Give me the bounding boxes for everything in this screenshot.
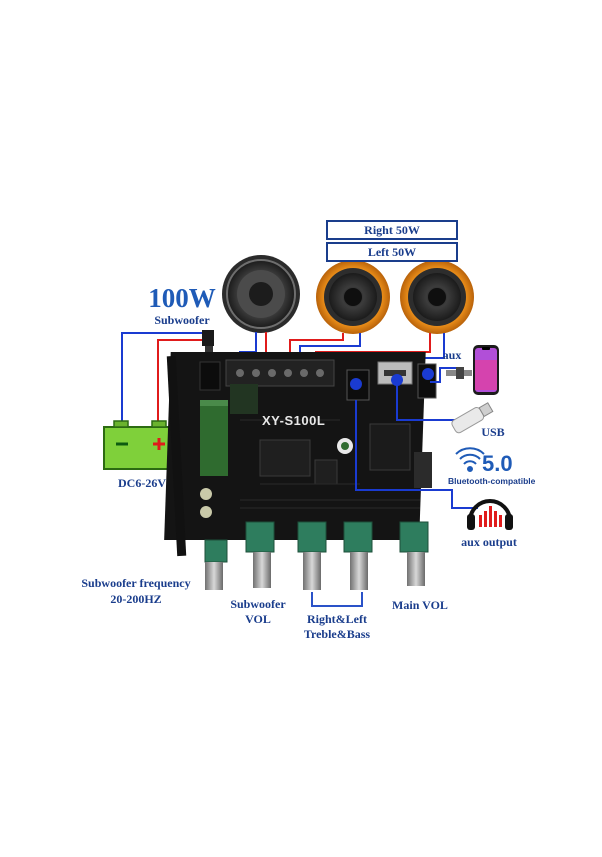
right-channel-box: Right 50W — [326, 220, 458, 240]
knob-treble[interactable] — [303, 552, 321, 590]
treble-bass-label-2: Treble&Bass — [303, 627, 371, 641]
battery-icon — [103, 420, 181, 470]
sub-freq-label-2: 20-200HZ — [110, 592, 162, 606]
board-model: XY-S100L — [262, 413, 326, 428]
left-speaker-icon — [316, 260, 390, 334]
left-channel-label: Left 50W — [367, 244, 417, 259]
knob-subwoofer-frequency[interactable] — [205, 562, 223, 590]
main-vol-label: Main VOL — [392, 598, 448, 612]
peripheral-wires — [355, 367, 478, 509]
knob-main-vol[interactable] — [407, 552, 425, 586]
sub-vol-label-1: Subwoofer — [230, 597, 286, 611]
knob-subwoofer-vol[interactable] — [253, 552, 271, 588]
potentiometers — [204, 521, 429, 563]
right-channel-label: Right 50W — [364, 222, 420, 237]
subwoofer-label: Subwoofer — [154, 313, 210, 327]
dc-power-wires — [121, 332, 208, 427]
aux-cable-icon — [446, 367, 472, 379]
usb-drive-icon — [451, 402, 494, 434]
treble-bass-label-1: Right&Left — [307, 612, 367, 626]
usb-label: USB — [481, 425, 505, 439]
connector-markers — [350, 368, 434, 390]
right-speaker-icon — [400, 260, 474, 334]
phone-icon — [473, 345, 499, 395]
aux-output-label: aux output — [461, 535, 517, 549]
sub-vol-label-2: VOL — [245, 612, 271, 626]
sub-freq-label-1: Subwoofer frequency — [81, 576, 191, 590]
left-channel-box: Left 50W — [326, 242, 458, 262]
knob-bass[interactable] — [350, 552, 368, 590]
bluetooth-compat: Bluetooth-compatible — [448, 476, 536, 486]
subwoofer-speaker-icon — [222, 255, 300, 333]
power-rating: 100W — [148, 283, 216, 313]
dc-input-label: DC6-26V — [118, 476, 166, 490]
bluetooth-version: 5.0 — [482, 451, 513, 476]
bluetooth-icon — [455, 447, 485, 472]
aux-label: aux — [442, 348, 462, 362]
treble-bass-bracket — [311, 592, 363, 607]
headphones-icon — [467, 499, 513, 530]
